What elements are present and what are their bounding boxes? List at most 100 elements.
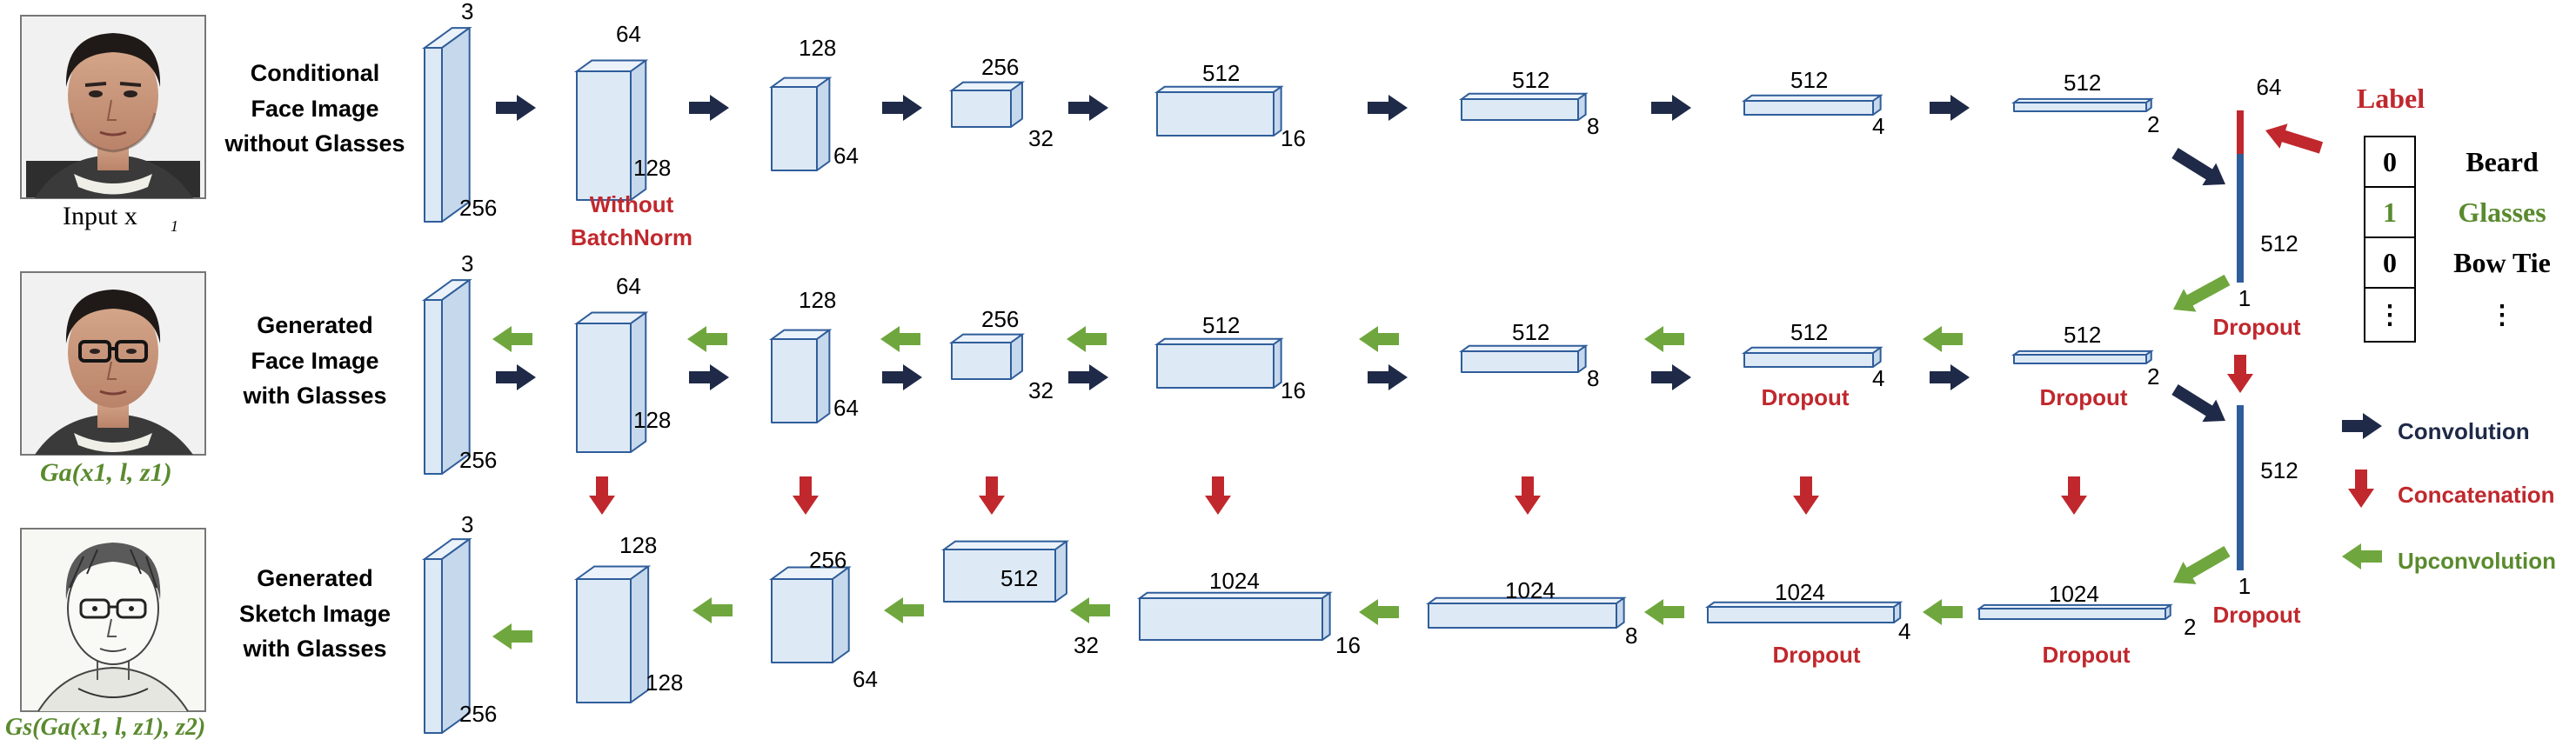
face-conv-arrow-4 [1068,364,1108,390]
sketch-dropout-2: Dropout [2042,642,2130,668]
enc-conv-arrow-1 [496,95,536,121]
conv-arrow-icon [2342,413,2382,439]
encoder-block-2-size: 128 [633,155,671,181]
bottleneck-upconv-arrow-2 [2173,545,2231,584]
sketch-decoder-block-1-channels: 3 [461,511,473,537]
label-value-more: ⋮ [2377,301,2403,330]
encoder-block-1-channels: 3 [461,0,473,24]
face-decoder-block-8: 512 2 [2011,322,2159,390]
face-to-bottleneck-arrow [2171,384,2225,423]
concat-arrow-1 [589,476,615,515]
face-decoder-block-8-channels: 512 [2064,322,2101,348]
svg-text:Sketch Image: Sketch Image [239,601,391,627]
sketch-decoder-block-3-size: 64 [853,666,878,692]
face-upconv-arrow-7 [1923,326,1963,352]
label-name-glasses: Glasses [2458,196,2546,228]
enc-to-bottleneck-arrow [2171,148,2225,186]
label-name-bowtie: Bow Tie [2453,247,2551,278]
ga-caption: Ga(x1, l, z1) [40,458,172,487]
encoder-block-4-size: 32 [1028,125,1054,151]
face-decoder-block-5-channels: 512 [1202,312,1240,338]
svg-text:Generated: Generated [257,312,373,338]
concat-arrow-4 [1205,476,1231,515]
bottleneck-concat-arrow [2227,355,2253,393]
face-upconv-arrow-6 [1644,326,1684,352]
face-decoder-block-7: 512 4 [1741,319,1884,391]
face-upconv-arrow-2 [687,326,727,352]
face-decoder-block-6-size: 8 [1587,365,1599,391]
without-batchnorm-line1: Without [590,191,674,217]
sketch-decoder-block-7-channels: 1024 [1775,579,1825,605]
face-upconv-arrow-1 [492,326,532,352]
legend-upconvolution: Upconvolution [2398,548,2556,574]
face-decoder-block-1-channels: 3 [461,250,473,276]
input-caption: Input x [63,202,137,230]
svg-text:with Glasses: with Glasses [242,383,386,409]
svg-text:Dropout: Dropout [2212,602,2300,628]
label-name-more: ⋮ [2489,301,2515,330]
concat-arrow-5 [1515,476,1541,515]
encoder-block-7-channels: 512 [1790,67,1828,93]
svg-text:Face Image: Face Image [251,96,378,122]
label-value-beard: 0 [2383,146,2397,177]
sketch-decoder-block-8-channels: 1024 [2049,581,2099,607]
face-conv-arrow-5 [1368,364,1408,390]
face-upconv-arrow-3 [880,326,920,352]
gs-caption: Gs(Ga(x1, l, z1), z2) [5,714,205,741]
face-conv-arrow-7 [1930,364,1970,390]
enc-conv-arrow-7 [1930,95,1970,121]
sketch-decoder-block-8-size: 2 [2184,614,2196,640]
svg-text:512: 512 [2260,230,2298,256]
legend-convolution: Convolution [2398,418,2530,444]
sketch-decoder-block-4-size: 32 [1074,632,1099,658]
sketch-upconv-arrow-6 [1644,599,1684,625]
svg-text:64: 64 [2257,74,2282,100]
face-decoder-block-7-size: 4 [1872,365,1884,391]
face-decoder-block-7-channels: 512 [1790,319,1828,345]
sketch-decoder-block-6-channels: 1024 [1505,577,1556,603]
svg-text:without Glasses: without Glasses [224,130,405,157]
legend-concatenation: Concatenation [2398,482,2555,508]
sketch-decoder-block-6-size: 8 [1625,623,1637,649]
face-dropout-2: Dropout [2039,384,2127,410]
sketch-upconv-arrow-4 [1070,597,1110,623]
svg-text:512: 512 [2260,457,2298,483]
face-upconv-arrow-5 [1359,326,1399,352]
svg-text:with Glasses: with Glasses [242,636,386,662]
label-title: Label [2357,83,2425,114]
row3-label: Generated Sketch Image with Glasses [239,565,391,662]
face-decoder-block-3-size: 64 [833,395,859,421]
input-face-photo [20,15,206,199]
svg-text:Conditional: Conditional [251,60,379,86]
encoder-block-5-size: 16 [1281,125,1306,151]
concat-arrow-icon [2348,470,2374,508]
encoder-block-8-channels: 512 [2064,70,2101,96]
face-decoder-block-8-size: 2 [2147,363,2159,390]
encoder-block-8: 512 2 [2011,70,2159,137]
concat-arrow-2 [793,476,819,515]
encoder-block-1-size: 256 [459,195,497,221]
row2-label: Generated Face Image with Glasses [242,312,386,409]
legend: Convolution Concatenation Upconvolution [2398,418,2556,574]
sketch-decoder-block-7-size: 4 [1898,618,1910,644]
concat-arrow-6 [1793,476,1819,515]
encoder-block-8-size: 2 [2147,111,2159,137]
input-caption-subscript: 1 [171,217,178,235]
svg-text:1: 1 [2238,573,2251,599]
enc-conv-arrow-2 [689,95,729,121]
sketch-decoder-block-5-size: 16 [1335,632,1361,658]
concat-arrow-3 [979,476,1005,515]
arrows [492,95,2382,649]
without-batchnorm-line2: BatchNorm [571,224,693,250]
svg-text:Dropout: Dropout [2212,314,2300,340]
sketch-decoder-block-4-channels: 512 [1000,565,1038,591]
encoder-block-2-channels: 64 [616,21,641,47]
encoder-block-7-size: 4 [1872,113,1884,139]
